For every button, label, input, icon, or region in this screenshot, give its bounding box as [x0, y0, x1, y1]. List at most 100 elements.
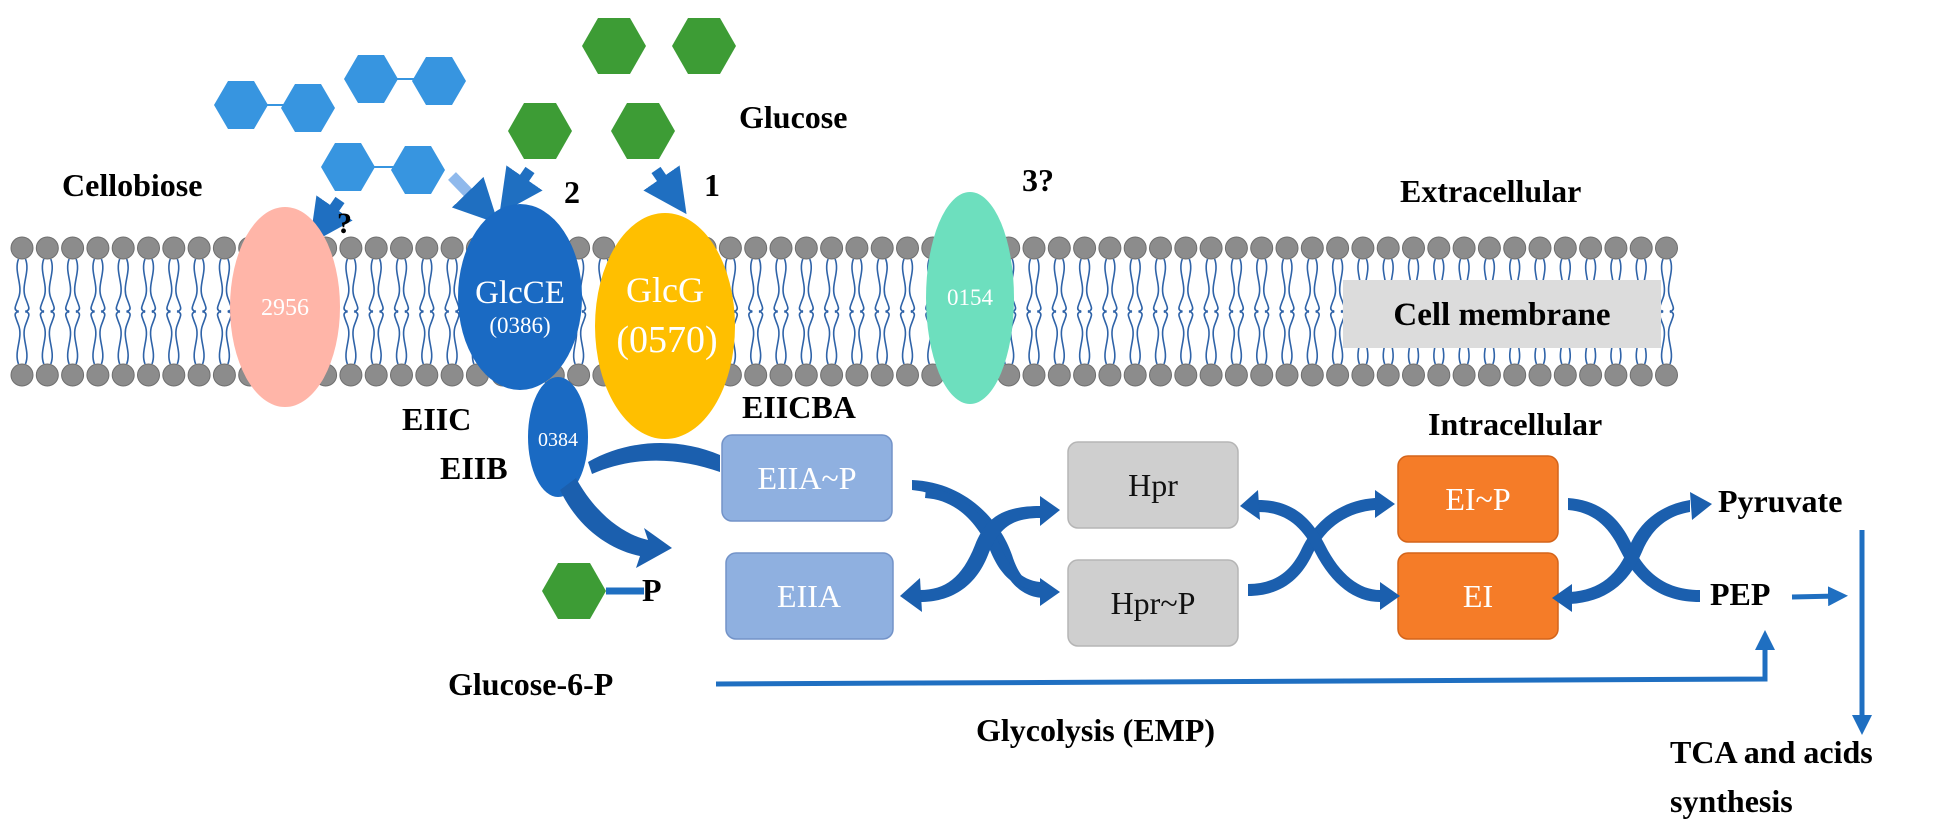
lipid-head	[1174, 236, 1198, 260]
glycolysis-label: Glycolysis (EMP)	[976, 712, 1215, 748]
hprp-to-ei-arrow	[1248, 498, 1375, 596]
lipid-tail	[1026, 309, 1033, 365]
uptake-arrows	[309, 165, 687, 245]
lipid-head	[1629, 363, 1653, 387]
lipid-tail	[883, 309, 890, 365]
lipid-head	[61, 363, 85, 387]
lipid-head	[1149, 236, 1172, 260]
cellobiose-hexagon	[391, 146, 445, 194]
cellobiose-hexagon	[321, 143, 375, 191]
glucose-hexagon	[582, 18, 646, 74]
lipid-tail	[1152, 309, 1160, 365]
cellobiose-uptake-arrow	[309, 195, 353, 245]
lipid-tail	[191, 258, 198, 314]
lipid-tail	[1187, 309, 1194, 365]
box-eiia: EIIA	[725, 552, 894, 640]
lipid-head	[1073, 363, 1097, 387]
lipid-head	[1427, 363, 1451, 387]
lipid-head	[1022, 236, 1046, 260]
box-hpr: Hpr	[1067, 441, 1239, 529]
lipid-tail	[1178, 258, 1185, 314]
lipid-head	[35, 236, 59, 260]
lipid-tail	[140, 258, 148, 314]
cellobiose-molecule-1	[214, 81, 335, 132]
cellobiose-molecule-2	[344, 55, 466, 105]
lipid-tail	[1127, 309, 1134, 365]
lipid-tail	[807, 309, 814, 365]
lipid-tail	[453, 309, 460, 365]
transporter-glcg: GlcG (0570)	[595, 213, 735, 439]
lipid-tail	[832, 309, 840, 365]
lipid-head	[794, 236, 818, 260]
lipid-tail	[1262, 309, 1270, 365]
lipid-tail	[419, 309, 426, 365]
lipid-head	[794, 363, 818, 387]
lipid-tail	[756, 309, 764, 365]
lipid-head	[415, 363, 439, 387]
lipid-head	[1477, 363, 1501, 387]
lipid-head	[1604, 236, 1628, 260]
eiic-label: EIIC	[402, 401, 471, 437]
hpr-to-eiia-arrow	[920, 506, 1040, 602]
lipid-head	[1402, 236, 1425, 260]
lipid-head	[896, 363, 919, 387]
lipid-tail	[1329, 258, 1337, 314]
cell-membrane-label: Cell membrane	[1343, 280, 1661, 348]
lipid-head	[820, 363, 844, 387]
lipid-tail	[90, 309, 97, 365]
lipid-tail	[782, 309, 789, 365]
lipid-tail	[115, 309, 122, 365]
lipid-tail	[99, 258, 106, 314]
lipid-tail	[1262, 258, 1270, 314]
lipid-head	[1427, 236, 1451, 260]
lipid-head	[870, 236, 894, 260]
lipid-head	[1655, 363, 1678, 387]
lipid-head	[1376, 363, 1400, 387]
lipid-head	[137, 363, 160, 387]
lipid-head	[1528, 236, 1552, 260]
lipid-tail	[1228, 258, 1236, 314]
lipid-tail	[149, 258, 157, 314]
tca-label-line2: synthesis	[1670, 783, 1793, 819]
lipid-tail	[453, 258, 460, 314]
lipid-tail	[1152, 258, 1160, 314]
lipid-tail	[64, 309, 72, 365]
route-unknown-cellobiose: ?	[337, 207, 352, 240]
route-3-label: 3?	[1022, 162, 1054, 198]
lipid-tail	[579, 258, 587, 314]
svg-text:Hpr~P: Hpr~P	[1111, 585, 1196, 621]
lipid-head	[1477, 236, 1501, 260]
svg-text:EIIA~P: EIIA~P	[757, 460, 856, 496]
pyruvate-label: Pyruvate	[1718, 483, 1842, 519]
pep-to-ei-arrow	[1570, 500, 1690, 604]
lipid-tail	[14, 309, 21, 365]
lipid-tail	[773, 309, 780, 365]
lipid-head	[212, 363, 236, 387]
lipid-tail	[1667, 309, 1675, 365]
cellobiose-hexagon	[214, 81, 268, 129]
eip-arrow-head	[1375, 490, 1395, 518]
lipid-head	[1604, 363, 1628, 387]
cellobiose-molecule-3	[321, 143, 445, 194]
box-ei: EI	[1397, 552, 1559, 640]
hpr-arrow-head	[1040, 496, 1060, 526]
lipid-tail	[1288, 309, 1295, 365]
lipid-tail	[1127, 258, 1134, 314]
lipid-tail	[1111, 309, 1118, 365]
intracellular-label: Intracellular	[1428, 406, 1602, 442]
lipid-head	[1047, 363, 1071, 387]
lipid-head	[1655, 236, 1678, 260]
lipid-tail	[166, 258, 173, 314]
transporter-2956: 2956	[230, 207, 340, 407]
lipid-tail	[14, 258, 21, 314]
lipid-head	[10, 363, 34, 387]
lipid-head	[1300, 363, 1324, 387]
svg-text:(0386): (0386)	[489, 313, 550, 338]
lipid-head	[1376, 236, 1400, 260]
lipid-tail	[1136, 309, 1143, 365]
lipid-tail	[393, 258, 401, 314]
lipid-tail	[849, 258, 856, 314]
lipid-tail	[175, 309, 182, 365]
lipid-head	[1047, 236, 1071, 260]
lipid-tail	[90, 258, 97, 314]
